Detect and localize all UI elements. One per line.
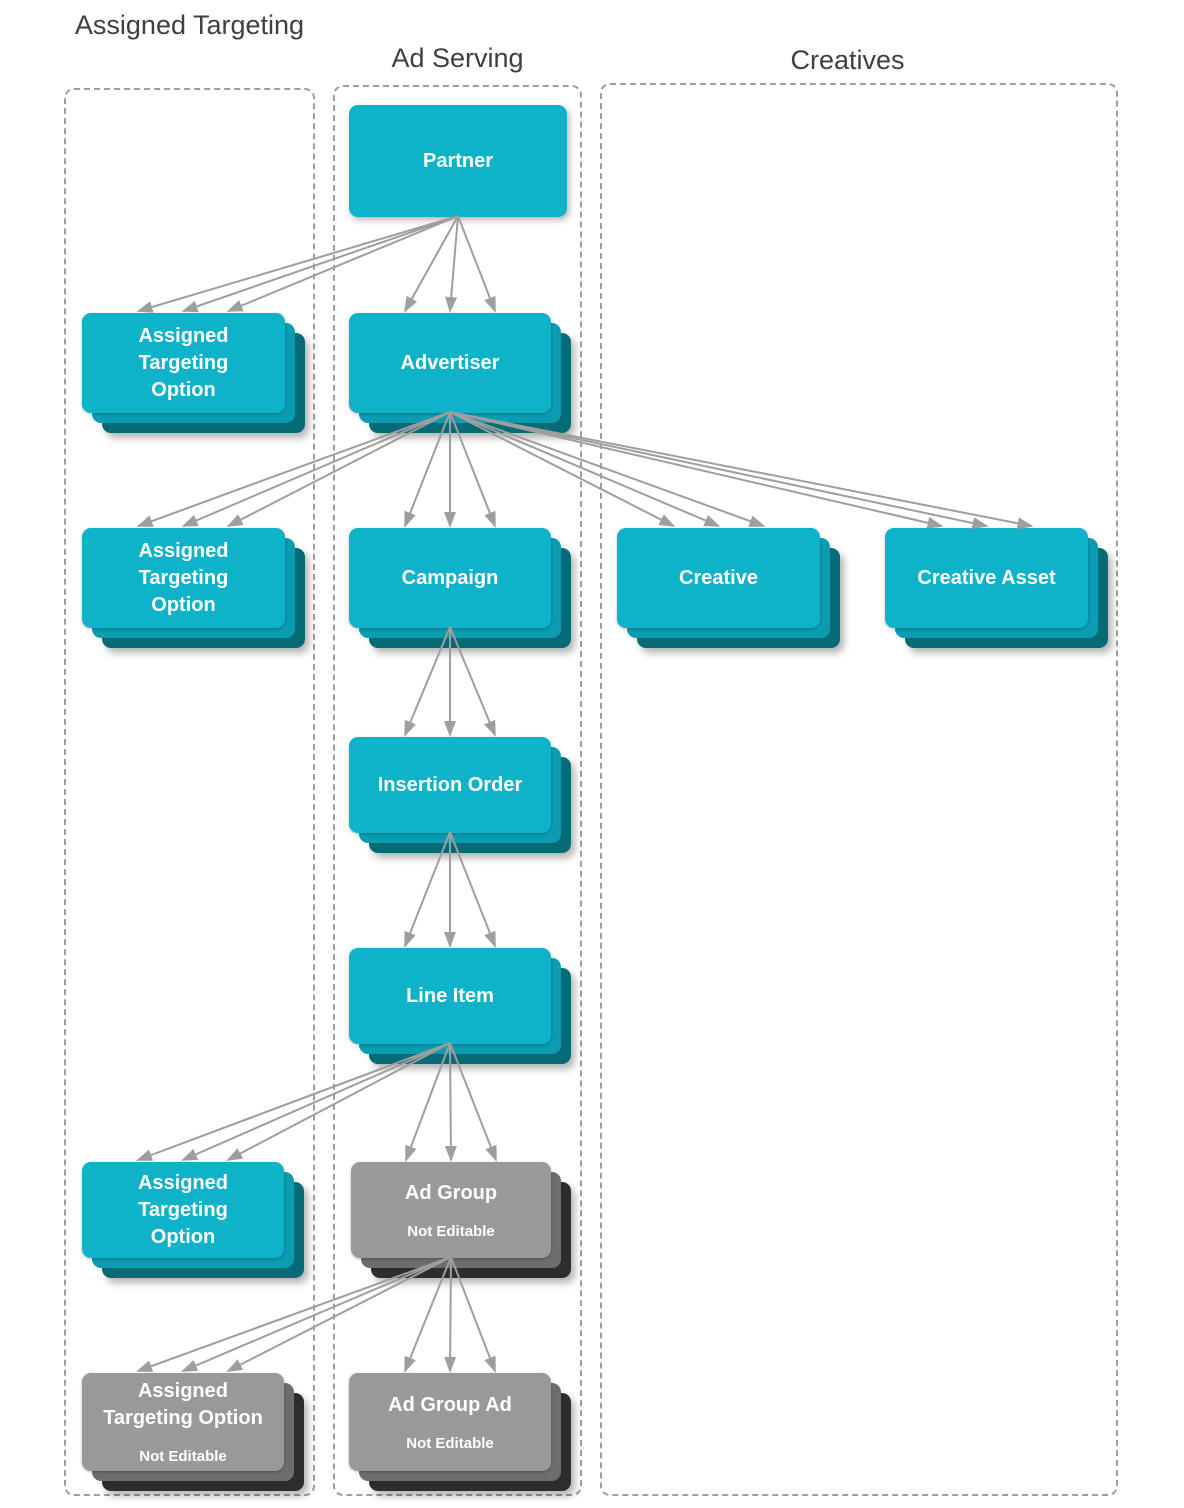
node-creative-asset: Creative Asset: [885, 528, 1108, 648]
node-label: Advertiser: [400, 351, 500, 374]
node-box: Ad Group Ad Not Editable: [349, 1373, 551, 1471]
node-label: Creative: [679, 566, 758, 589]
node-box: Partner: [349, 105, 567, 217]
node-label: Creative Asset: [917, 566, 1056, 589]
node-label: Assigned Targeting Option: [137, 1171, 229, 1248]
node-box: Campaign: [349, 528, 551, 628]
node-ato-partner: Assigned Targeting Option: [82, 313, 305, 433]
node-partner: Partner: [349, 105, 567, 217]
node-sublabel: Not Editable: [406, 1434, 494, 1452]
node-box: Line Item: [349, 948, 551, 1044]
node-line-item: Line Item: [349, 948, 571, 1064]
node-box: Assigned Targeting Option: [82, 528, 285, 628]
node-ad-group-ad: Ad Group Ad Not Editable: [349, 1373, 571, 1491]
node-box: Advertiser: [349, 313, 551, 413]
node-box: Assigned Targeting Option: [82, 1162, 284, 1258]
column-title-creatives: Creatives: [790, 45, 905, 75]
column-frame-assigned-targeting: [64, 88, 315, 1496]
node-box: Insertion Order: [349, 737, 551, 833]
node-label: Assigned Targeting Option: [138, 539, 229, 616]
node-box: Creative Asset: [885, 528, 1088, 628]
node-label: Insertion Order: [377, 773, 523, 796]
node-label: Partner: [422, 149, 494, 172]
node-sublabel: Not Editable: [407, 1222, 495, 1240]
node-label: Campaign: [401, 566, 499, 589]
column-frame-ad-serving: [333, 85, 582, 1496]
node-ato-advertiser: Assigned Targeting Option: [82, 528, 305, 648]
node-advertiser: Advertiser: [349, 313, 571, 433]
node-creative: Creative: [617, 528, 840, 648]
node-label: Ad Group Ad: [388, 1393, 512, 1416]
column-frame-creatives: [600, 83, 1118, 1496]
node-sublabel: Not Editable: [139, 1448, 227, 1465]
node-box: Assigned Targeting Option: [82, 313, 285, 413]
node-label: Ad Group: [404, 1181, 498, 1204]
column-title-ad-serving: Ad Serving: [391, 43, 524, 73]
node-insertion-order: Insertion Order: [349, 737, 571, 853]
column-title-assigned-targeting: Assigned Targeting: [74, 10, 305, 40]
node-campaign: Campaign: [349, 528, 571, 648]
node-ato-line-item: Assigned Targeting Option: [82, 1162, 304, 1278]
node-label: Line Item: [406, 984, 494, 1007]
node-label: Assigned Targeting Option: [103, 1380, 263, 1429]
node-label: Assigned Targeting Option: [138, 324, 229, 401]
node-box: Creative: [617, 528, 820, 628]
